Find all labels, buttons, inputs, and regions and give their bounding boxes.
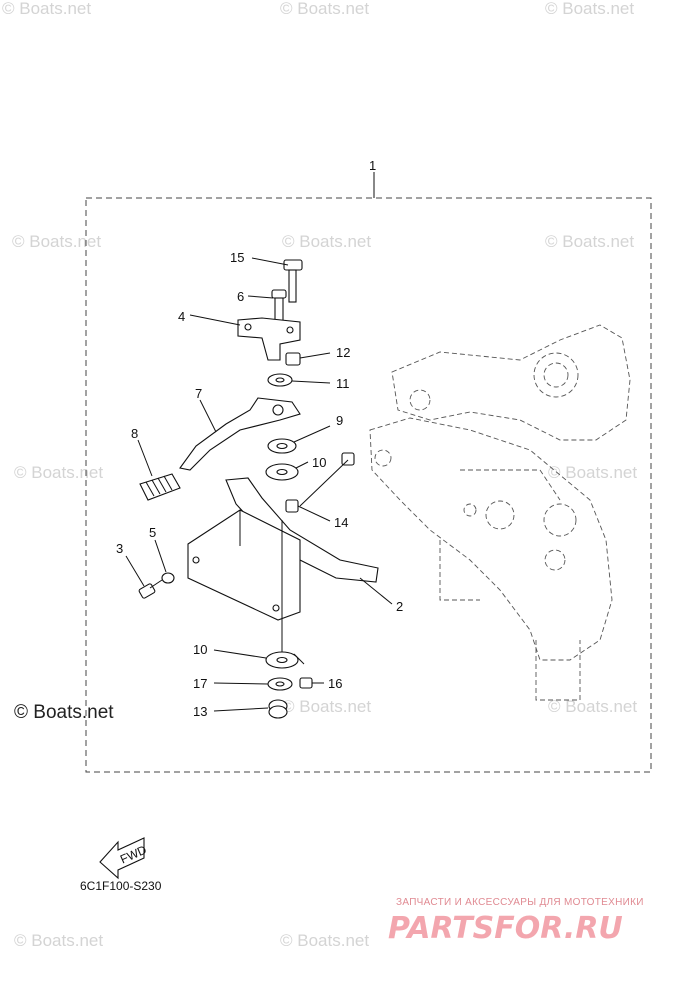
watermark: © Boats.net — [548, 697, 637, 716]
part-10-washer-lower — [265, 651, 299, 669]
callout-10-lower: 10 — [193, 642, 207, 657]
callout-4: 4 — [178, 309, 185, 324]
callout-14: 14 — [334, 515, 348, 530]
part-12-collar — [285, 352, 301, 366]
part-5-washer — [161, 572, 175, 584]
watermark: © Boats.net — [282, 232, 371, 251]
part-10-washer-upper — [265, 463, 299, 481]
part-2-friction-plate — [187, 477, 379, 660]
watermark: © Boats.net — [548, 463, 637, 482]
part-15-bolt — [283, 259, 303, 303]
callout-8: 8 — [131, 426, 138, 441]
callout-13: 13 — [193, 704, 207, 719]
watermark: © Boats.net — [282, 697, 371, 716]
part-3-bolt — [138, 579, 163, 599]
callout-11: 11 — [336, 376, 350, 391]
watermark: © Boats.net — [12, 232, 101, 251]
brand-tagline: ЗАПЧАСТИ И АКСЕССУАРЫ ДЛЯ МОТОТЕХНИКИ — [396, 897, 644, 908]
bushing — [341, 452, 355, 466]
watermark: © Boats.net — [2, 0, 91, 18]
watermark-emphasized: © Boats.net — [14, 702, 114, 723]
callout-2: 2 — [396, 599, 403, 614]
callout-6: 6 — [237, 289, 244, 304]
part-8-grip — [139, 473, 181, 501]
watermark: © Boats.net — [545, 232, 634, 251]
watermark: © Boats.net — [280, 931, 369, 950]
watermark: © Boats.net — [14, 463, 103, 482]
partsfor-logo: ЗАПЧАСТИ И АКСЕССУАРЫ ДЛЯ МОТОТЕХНИКИ PA… — [388, 897, 644, 946]
callout-9: 9 — [336, 413, 343, 428]
callout-12: 12 — [336, 345, 350, 360]
part-13-nut — [268, 699, 288, 719]
leader-lines — [125, 257, 393, 712]
part-4-bracket — [237, 317, 301, 361]
part-11-washer — [267, 373, 293, 387]
callout-1: 1 — [369, 158, 376, 173]
callout-5: 5 — [149, 525, 156, 540]
part-17-washer — [267, 677, 293, 691]
callout-17: 17 — [193, 676, 207, 691]
callout-15: 15 — [230, 250, 244, 265]
diagram-code: 6C1F100-S230 — [80, 879, 162, 893]
part-6-screw — [271, 289, 287, 323]
watermark: © Boats.net — [280, 0, 369, 18]
callout-10-upper: 10 — [312, 455, 326, 470]
callout-3: 3 — [116, 541, 123, 556]
part-14-collar — [285, 499, 299, 513]
watermark: © Boats.net — [14, 931, 103, 950]
watermark: © Boats.net — [545, 0, 634, 18]
callout-7: 7 — [195, 386, 202, 401]
callout-16: 16 — [328, 676, 342, 691]
engine-bracket-outline — [369, 324, 631, 701]
assembly-frame — [85, 197, 652, 773]
fwd-arrow-icon: FWD — [99, 837, 149, 880]
part-9-washer — [267, 438, 297, 454]
watermark-layer: © Boats.net © Boats.net © Boats.net © Bo… — [2, 0, 637, 950]
callout-labels: 1 2 3 4 5 6 7 8 9 10 11 12 13 14 15 16 1… — [116, 158, 403, 719]
part-7-lever — [179, 397, 301, 471]
part-16-nut — [299, 677, 313, 689]
brand-name: PARTSFOR.RU — [388, 911, 623, 946]
